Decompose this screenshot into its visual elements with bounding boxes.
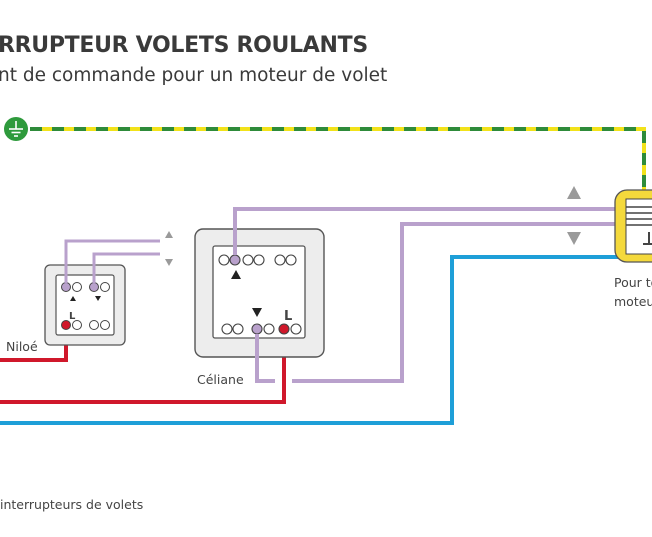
neutral-wire [0, 255, 620, 425]
motor-label-line2: moteur [614, 294, 652, 309]
up-arrow-icon [165, 231, 173, 238]
diagram-subtitle: nt de commande pour un moteur de volet [0, 65, 388, 86]
up-arrow-icon [567, 186, 581, 199]
celiane-label: Céliane [197, 372, 244, 387]
up-arrow-icon [70, 296, 76, 301]
down-arrow-icon [252, 308, 262, 317]
up-arrow-icon [231, 270, 241, 279]
motor-label-line1: Pour to [614, 275, 652, 290]
celiane-up-wire [233, 207, 620, 255]
down-arrow-icon [95, 296, 101, 301]
motor-icon [614, 189, 652, 263]
down-arrow-icon [165, 259, 173, 266]
diagram-title: RRUPTEUR VOLETS ROULANTS [0, 33, 368, 58]
switch-l-label-small: L [69, 311, 76, 322]
earth-wire [30, 127, 646, 195]
celiane-down-wire-return [292, 222, 620, 383]
niloe-switch: L [44, 264, 126, 346]
switch-l-label-large: L [284, 309, 292, 324]
niloe-down-wire [92, 252, 160, 283]
footer-caption: interrupteurs de volets [0, 497, 143, 512]
celiane-switch: L [194, 228, 325, 358]
ground-icon [4, 117, 28, 141]
celiane-down-wire [255, 334, 275, 383]
niloe-label: Niloé [6, 339, 38, 354]
niloe-up-wire [64, 239, 160, 283]
down-arrow-icon [567, 232, 581, 245]
